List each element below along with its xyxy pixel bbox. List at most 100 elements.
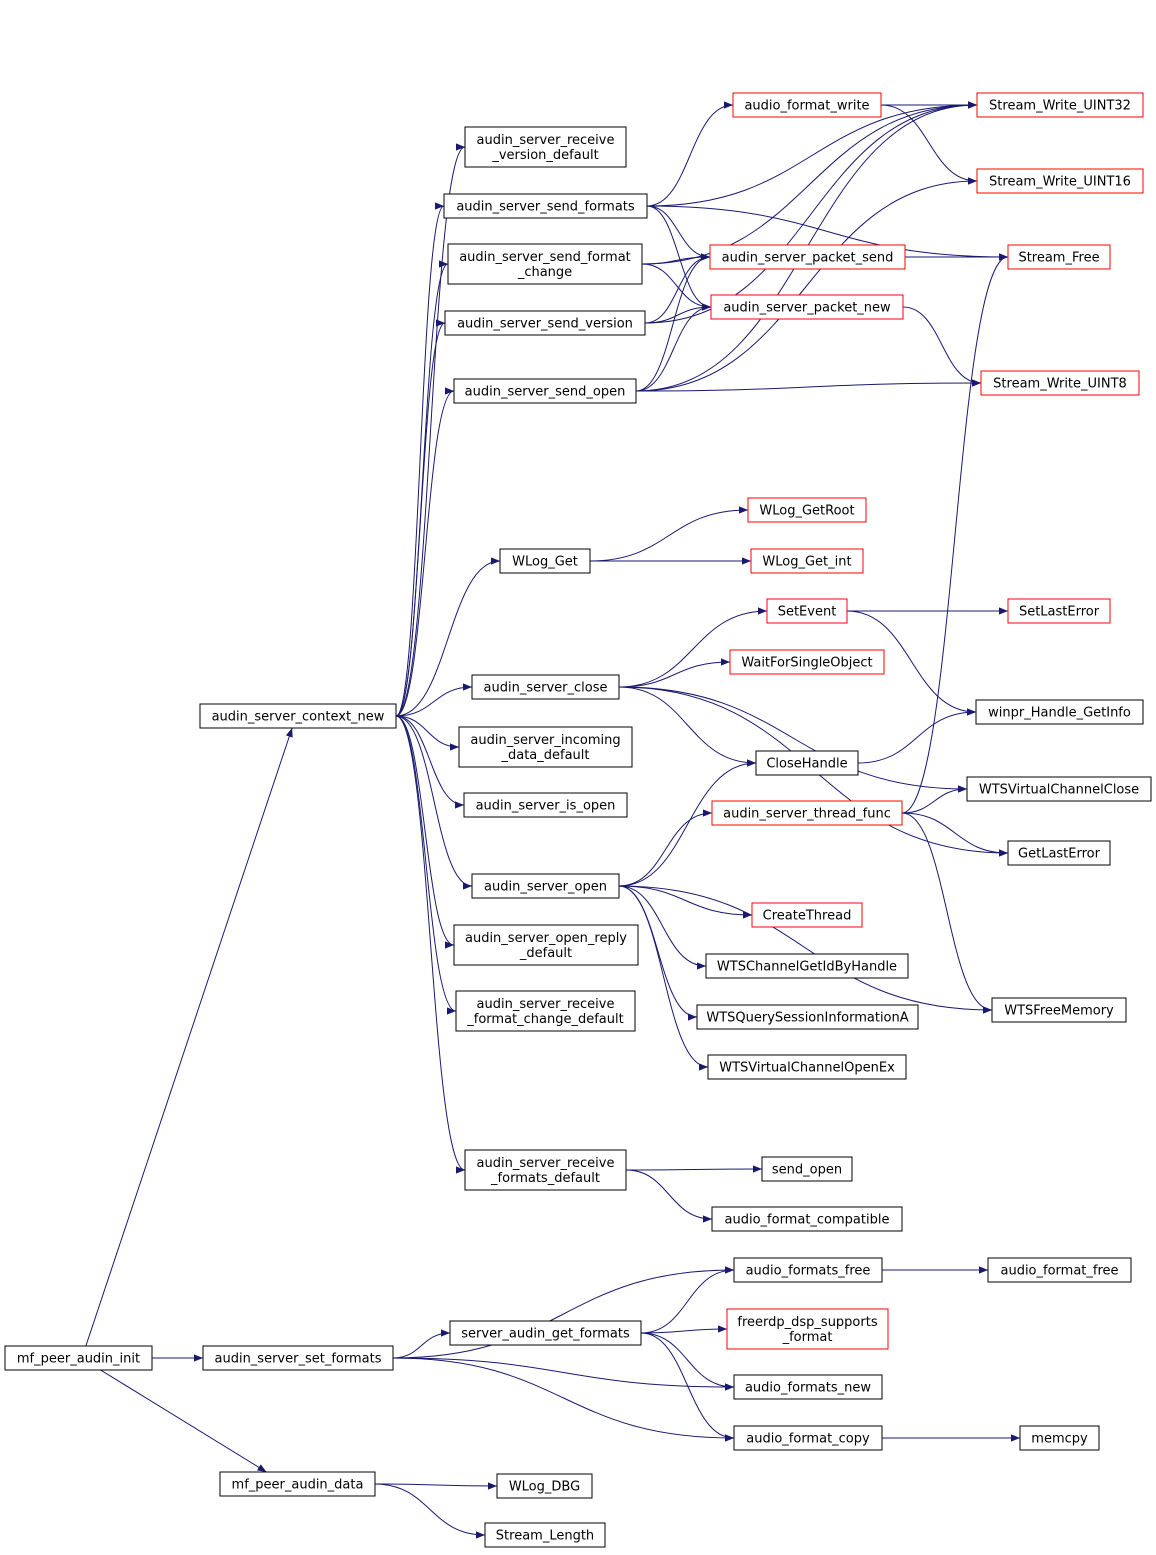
node-label: audin_server_set_formats (215, 1352, 382, 1367)
node-stream-free[interactable]: Stream_Free (1007, 244, 1111, 270)
node-label: WLog_DBG (509, 1480, 580, 1495)
node-label: audin_server_receive (477, 997, 615, 1012)
node-box (761, 1156, 853, 1182)
node-stream-write-uint8[interactable]: Stream_Write_UINT8 (980, 370, 1140, 396)
node-audin-server-open-reply-default[interactable]: audin_server_open_reply_default (453, 924, 639, 966)
node-label: WLog_Get (512, 555, 578, 570)
edge-audin-server-receive-formats-default-to-audio-format-compatible (625, 1169, 713, 1223)
node-wtsquerysessioninformationa[interactable]: WTSQuerySessionInformationA (696, 1004, 919, 1030)
node-setlasterror[interactable]: SetLastError (1007, 598, 1111, 624)
node-audio-format-compatible[interactable]: audio_format_compatible (711, 1206, 903, 1232)
node-audio-format-write[interactable]: audio_format_write (732, 92, 882, 118)
edge-audin-server-send-format-change-to-audin-server-packet-new (641, 263, 712, 311)
node-audin-server-thread-func[interactable]: audin_server_thread_func (711, 800, 903, 826)
node-audin-server-send-open[interactable]: audin_server_send_open (453, 378, 637, 404)
node-winpr-handle-getinfo[interactable]: winpr_Handle_GetInfo (975, 699, 1144, 725)
node-stream-length[interactable]: Stream_Length (484, 1522, 606, 1548)
node-mf-peer-audin-data[interactable]: mf_peer_audin_data (219, 1471, 376, 1497)
node-wlog-get-int[interactable]: WLog_Get_int (750, 548, 864, 574)
node-box (733, 1374, 883, 1400)
node-wlog-getroot[interactable]: WLog_GetRoot (747, 497, 867, 523)
node-stream-write-uint16[interactable]: Stream_Write_UINT16 (976, 168, 1144, 194)
node-label: audin_server_close (484, 681, 608, 696)
node-audio-formats-new[interactable]: audio_formats_new (733, 1374, 883, 1400)
node-label: mf_peer_audin_init (17, 1352, 140, 1367)
node-box (707, 1054, 907, 1080)
node-audin-server-packet-send[interactable]: audin_server_packet_send (709, 244, 906, 270)
node-label: audio_formats_new (745, 1381, 871, 1396)
edge-audin-server-context-new-to-audin-server-is-open (395, 715, 465, 809)
node-send-open[interactable]: send_open (761, 1156, 853, 1182)
node-waitforsingleobject[interactable]: WaitForSingleObject (729, 649, 885, 675)
node-label: WTSChannelGetIdByHandle (717, 960, 897, 975)
node-audin-server-open[interactable]: audin_server_open (471, 873, 620, 899)
node-audin-server-is-open[interactable]: audin_server_is_open (463, 792, 628, 818)
node-audin-server-send-formats[interactable]: audin_server_send_formats (443, 193, 648, 219)
node-memcpy[interactable]: memcpy (1019, 1425, 1100, 1451)
node-box (987, 1257, 1132, 1283)
node-box (443, 193, 648, 219)
node-freerdp-dsp-supports-format[interactable]: freerdp_dsp_supports_format (726, 1308, 889, 1350)
node-box (747, 497, 867, 523)
edge-wlog-get-to-wlog-getroot (589, 506, 749, 562)
edge-audin-server-set-formats-to-server-audin-get-formats (392, 1329, 451, 1359)
node-audin-server-receive-format-change-default[interactable]: audin_server_receive_format_change_defau… (455, 990, 636, 1032)
edge-audin-server-context-new-to-audin-server-receive-format-change-default (395, 715, 457, 1015)
edge-mf-peer-audin-init-to-mf-peer-audin-data (100, 1369, 267, 1473)
node-audin-server-packet-new[interactable]: audin_server_packet_new (710, 294, 904, 320)
node-label: SetLastError (1019, 605, 1100, 620)
node-label: audin_server_context_new (212, 710, 385, 725)
node-closehandle[interactable]: CloseHandle (755, 750, 859, 776)
node-label: Stream_Length (496, 1529, 594, 1544)
edge-mf-peer-audin-data-to-wlog-dbg (374, 1482, 498, 1490)
node-getlasterror[interactable]: GetLastError (1007, 840, 1111, 866)
node-wlog-get[interactable]: WLog_Get (499, 548, 591, 574)
edge-audin-server-send-format-change-to-stream-write-uint32 (641, 101, 978, 265)
node-label: WTSQuerySessionInformationA (706, 1011, 908, 1026)
node-audin-server-send-version[interactable]: audin_server_send_version (444, 310, 646, 336)
node-mf-peer-audin-init[interactable]: mf_peer_audin_init (4, 1345, 153, 1371)
node-box (449, 1320, 642, 1346)
node-audin-server-context-new[interactable]: audin_server_context_new (199, 703, 397, 729)
node-stream-write-uint32[interactable]: Stream_Write_UINT32 (976, 92, 1144, 118)
node-box (444, 310, 646, 336)
edge-audin-server-send-formats-to-stream-free (646, 205, 1009, 261)
edge-audin-server-thread-func-to-wtsvirtualchannelclose (901, 785, 968, 814)
node-audin-server-receive-formats-default[interactable]: audin_server_receive_formats_default (464, 1149, 627, 1191)
node-audin-server-incoming-data-default[interactable]: audin_server_incoming_data_default (458, 726, 633, 768)
node-box (496, 1473, 593, 1499)
node-label: WTSVirtualChannelOpenEx (719, 1061, 895, 1076)
node-createthread[interactable]: CreateThread (751, 902, 863, 928)
node-box (766, 598, 848, 624)
node-wtsvirtualchannelopenex[interactable]: WTSVirtualChannelOpenEx (707, 1054, 907, 1080)
node-label: audin_server_open (484, 880, 607, 895)
node-box (471, 873, 620, 899)
edge-audin-server-open-to-wtsvirtualchannelopenex (618, 885, 709, 1071)
node-box (966, 776, 1152, 802)
node-wlog-dbg[interactable]: WLog_DBG (496, 1473, 593, 1499)
edge-audin-server-receive-formats-default-to-send-open (625, 1165, 763, 1173)
node-box (711, 800, 903, 826)
edge-audin-server-context-new-to-audin-server-send-version (395, 319, 446, 717)
node-audin-server-send-format-change[interactable]: audin_server_send_format_change (447, 243, 643, 285)
node-wtsfreememory[interactable]: WTSFreeMemory (991, 997, 1127, 1023)
node-audio-formats-free[interactable]: audio_formats_free (733, 1257, 883, 1283)
node-label: audin_server_send_open (465, 385, 626, 400)
node-audin-server-receive-version-default[interactable]: audin_server_receive_version_default (464, 126, 627, 168)
node-label: CreateThread (763, 909, 852, 924)
node-audio-format-copy[interactable]: audio_format_copy (733, 1425, 883, 1451)
node-wtsvirtualchannelclose[interactable]: WTSVirtualChannelClose (966, 776, 1152, 802)
node-label: audio_formats_free (746, 1264, 871, 1279)
node-wtschannelgetidbyhandle[interactable]: WTSChannelGetIdByHandle (705, 953, 909, 979)
node-audio-format-free[interactable]: audio_format_free (987, 1257, 1132, 1283)
edge-audin-server-send-formats-to-audin-server-packet-send (646, 205, 711, 261)
node-audin-server-close[interactable]: audin_server_close (471, 674, 620, 700)
call-edges (85, 101, 1020, 1539)
edge-audin-server-send-open-to-stream-write-uint16 (635, 177, 978, 392)
edge-audin-server-send-open-to-audin-server-packet-send (635, 253, 711, 392)
node-server-audin-get-formats[interactable]: server_audin_get_formats (449, 1320, 642, 1346)
node-setevent[interactable]: SetEvent (766, 598, 848, 624)
node-box (710, 294, 904, 320)
node-box (202, 1345, 394, 1371)
node-audin-server-set-formats[interactable]: audin_server_set_formats (202, 1345, 394, 1371)
